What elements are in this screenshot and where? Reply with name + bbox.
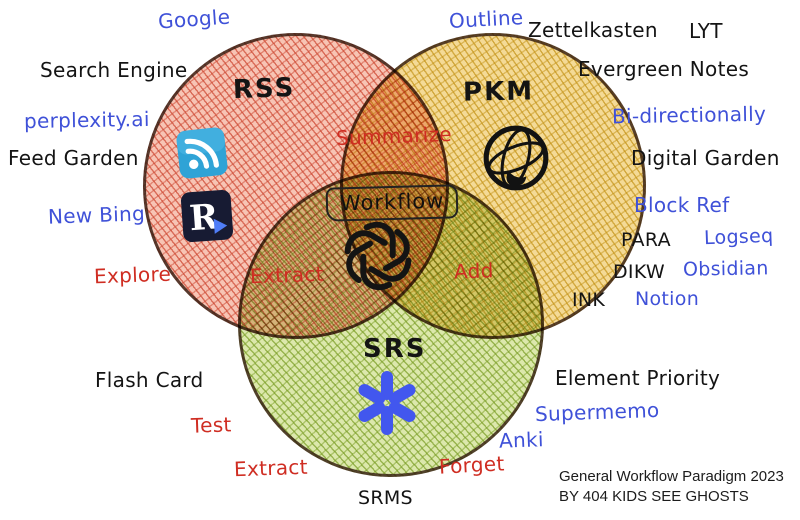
label-google: Google — [157, 4, 232, 34]
label-bidirectionally: Bi-directionally — [611, 101, 767, 129]
label-supermemo: Supermemo — [534, 397, 660, 427]
label-element-priority: Element Priority — [555, 366, 721, 390]
label-notion: Notion — [635, 288, 700, 310]
label-srms: SRMS — [358, 487, 413, 509]
caption-line2: BY 404 KIDS SEE GHOSTS — [559, 488, 749, 505]
label-outline: Outline — [448, 5, 525, 33]
label-ink: INK — [572, 289, 606, 311]
label-logseq: Logseq — [703, 224, 774, 250]
label-test: Test — [190, 412, 233, 438]
label-obsidian: Obsidian — [682, 257, 769, 281]
reader-r-icon: R — [179, 188, 235, 244]
label-extract-bottom: Extract — [233, 454, 309, 482]
overlap-label-summarize: Summarize — [335, 121, 453, 151]
label-dikw: DIKW — [613, 261, 666, 283]
label-explore: Explore — [93, 261, 172, 289]
label-forget: Forget — [438, 451, 506, 479]
pkm-circle-title: PKM — [462, 76, 535, 108]
srs-asterisk-logo — [352, 371, 422, 435]
srs-circle-title: SRS — [363, 334, 427, 364]
label-digital-garden: Digital Garden — [631, 146, 780, 170]
roam-astrolabe-logo — [479, 121, 553, 195]
openai-knot-logo — [341, 221, 415, 291]
label-para: PARA — [621, 229, 671, 251]
label-new-bing: New Bing — [47, 201, 146, 229]
rss-feed-icon — [175, 126, 230, 181]
caption-line1: General Workflow Paradigm 2023 — [559, 468, 784, 485]
label-evergreen-notes: Evergreen Notes — [578, 57, 750, 81]
label-perplexity: perplexity.ai — [23, 106, 150, 134]
label-lyt: LYT — [689, 19, 723, 43]
label-feed-garden: Feed Garden — [8, 146, 139, 170]
label-anki: Anki — [498, 427, 545, 453]
workflow-label: Workflow — [339, 188, 445, 216]
label-search-engine: Search Engine — [40, 58, 188, 82]
svg-text:R: R — [188, 196, 220, 239]
rss-circle-title: RSS — [232, 72, 296, 106]
overlap-label-add: Add — [453, 258, 495, 284]
label-zettelkasten: Zettelkasten — [528, 18, 658, 42]
overlap-label-extract: Extract — [249, 261, 325, 289]
label-block-ref: Block Ref — [634, 193, 730, 217]
label-flash-card: Flash Card — [95, 368, 204, 392]
workflow-center-box: Workflow — [325, 184, 459, 222]
